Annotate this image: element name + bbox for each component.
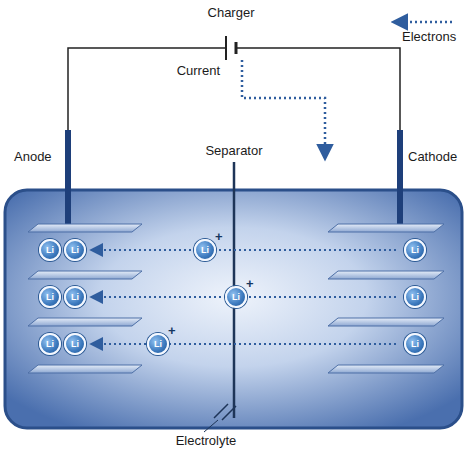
part-label: Charger xyxy=(208,6,255,20)
lithium-ion: Li+ xyxy=(225,286,247,308)
cathode-plates xyxy=(328,224,444,373)
lithium-atom: Li xyxy=(64,333,86,355)
charger-symbol xyxy=(235,42,238,54)
charger-symbol xyxy=(225,36,227,60)
part-label: Anode xyxy=(14,150,52,164)
part-label: Separator xyxy=(205,144,262,158)
element-symbol: Li xyxy=(406,335,424,353)
element-symbol: Li xyxy=(227,288,245,306)
leader-line xyxy=(204,420,218,432)
element-symbol: Li xyxy=(149,335,167,353)
element-symbol: Li xyxy=(406,288,424,306)
lithium-atom: Li xyxy=(39,286,61,308)
lithium-atom: Li xyxy=(404,286,426,308)
charge-sign: + xyxy=(168,324,176,337)
lithium-ion: Li+ xyxy=(194,239,216,261)
ion-flow-arrows xyxy=(92,250,396,344)
element-symbol: Li xyxy=(66,288,84,306)
element-symbol: Li xyxy=(41,335,59,353)
lithium-atom: Li xyxy=(64,239,86,261)
element-symbol: Li xyxy=(66,335,84,353)
lithium-ion: Li+ xyxy=(147,333,169,355)
part-label: Electrolyte xyxy=(176,434,237,448)
element-symbol: Li xyxy=(406,241,424,259)
part-label: Current xyxy=(177,64,220,78)
charge-sign: + xyxy=(215,230,223,243)
electrolyte-mark xyxy=(214,404,236,420)
cathode-rod xyxy=(397,130,403,226)
electron-arrow xyxy=(394,21,452,24)
element-symbol: Li xyxy=(41,288,59,306)
lithium-atom: Li xyxy=(404,333,426,355)
wire xyxy=(236,48,400,224)
lithium-atom: Li xyxy=(404,239,426,261)
element-symbol: Li xyxy=(41,241,59,259)
element-symbol: Li xyxy=(196,241,214,259)
anode-plates xyxy=(28,224,142,373)
element-symbol: Li xyxy=(66,241,84,259)
charge-sign: + xyxy=(246,277,254,290)
part-label: Cathode xyxy=(408,150,457,164)
lithium-atom: Li xyxy=(39,239,61,261)
part-label: Electrons xyxy=(402,30,456,44)
lithium-atom: Li xyxy=(39,333,61,355)
lithium-atom: Li xyxy=(64,286,86,308)
anode-rod xyxy=(65,130,71,226)
wire xyxy=(68,48,226,224)
